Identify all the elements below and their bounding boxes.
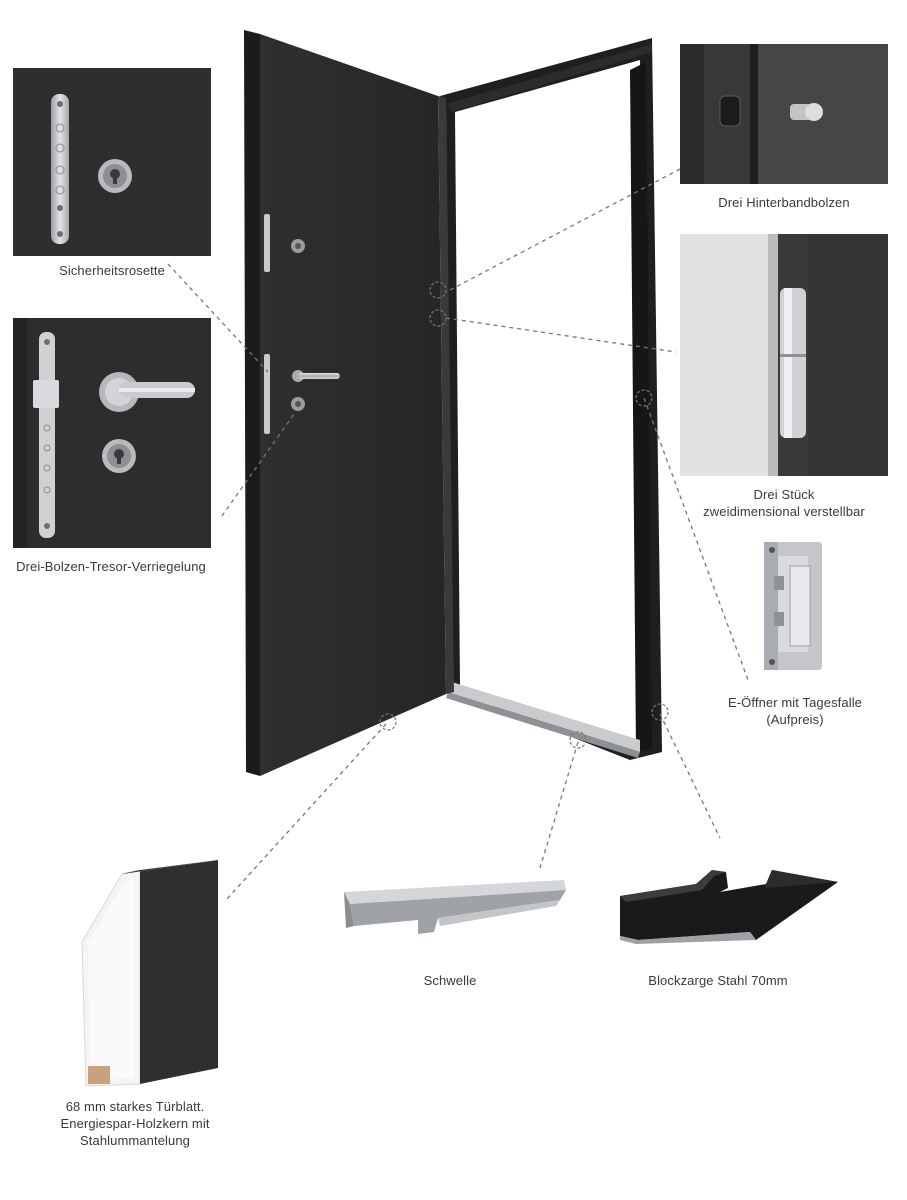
baender-label-line1: Drei Stück (753, 487, 815, 502)
e-oeffner-label-line1: E-Öffner mit Tagesfalle (727, 695, 863, 710)
cylinder-rosette-icon (102, 439, 136, 473)
e-oeffner-label-line2: (Aufpreis) (766, 712, 824, 727)
tuerblatt-label-line1: 68 mm starkes Türblatt. (65, 1099, 205, 1114)
door-leaf (244, 30, 454, 776)
baender-label-line2: zweidimensional verstellbar (703, 504, 865, 519)
handle-lever-icon (298, 373, 340, 379)
frame-profile-icon (620, 870, 838, 944)
threshold-profile-icon (344, 880, 566, 934)
callout-lines (167, 167, 749, 901)
tuerblatt-label-line2: Energiespar-Holzkern mit (60, 1116, 210, 1131)
door-frame (440, 38, 662, 760)
hinge-bolt-icon (719, 95, 823, 127)
upper-lock-plate (264, 214, 270, 272)
strike-plate-icon (764, 542, 822, 670)
lower-lock-plate (264, 354, 270, 434)
tuerblatt-label-line3: Stahlummantelung (80, 1133, 190, 1148)
door-section-icon (81, 860, 218, 1087)
callout-circles (379, 281, 669, 749)
baender-photo (680, 234, 888, 476)
tresor-verriegelung-label: Drei-Bolzen-Tresor-Verriegelung (16, 559, 206, 574)
cylinder-rosette-icon (98, 159, 132, 193)
hinge-icon (780, 288, 806, 438)
lever-handle-icon (99, 372, 195, 412)
e-oeffner-photo (748, 536, 838, 676)
schwelle-label: Schwelle (423, 973, 477, 988)
lock-plate-icon (51, 94, 69, 244)
sicherheitsrosette-label: Sicherheitsrosette (59, 263, 165, 278)
hinterbandbolzen-label: Drei Hinterbandbolzen (718, 195, 850, 210)
blockzarge-label: Blockzarge Stahl 70mm (648, 973, 788, 988)
hinterbandbolzen-photo (680, 44, 888, 184)
lock-plate-icon (33, 332, 59, 538)
tresor-verriegelung-photo (13, 318, 211, 548)
sicherheitsrosette-photo (13, 68, 211, 256)
